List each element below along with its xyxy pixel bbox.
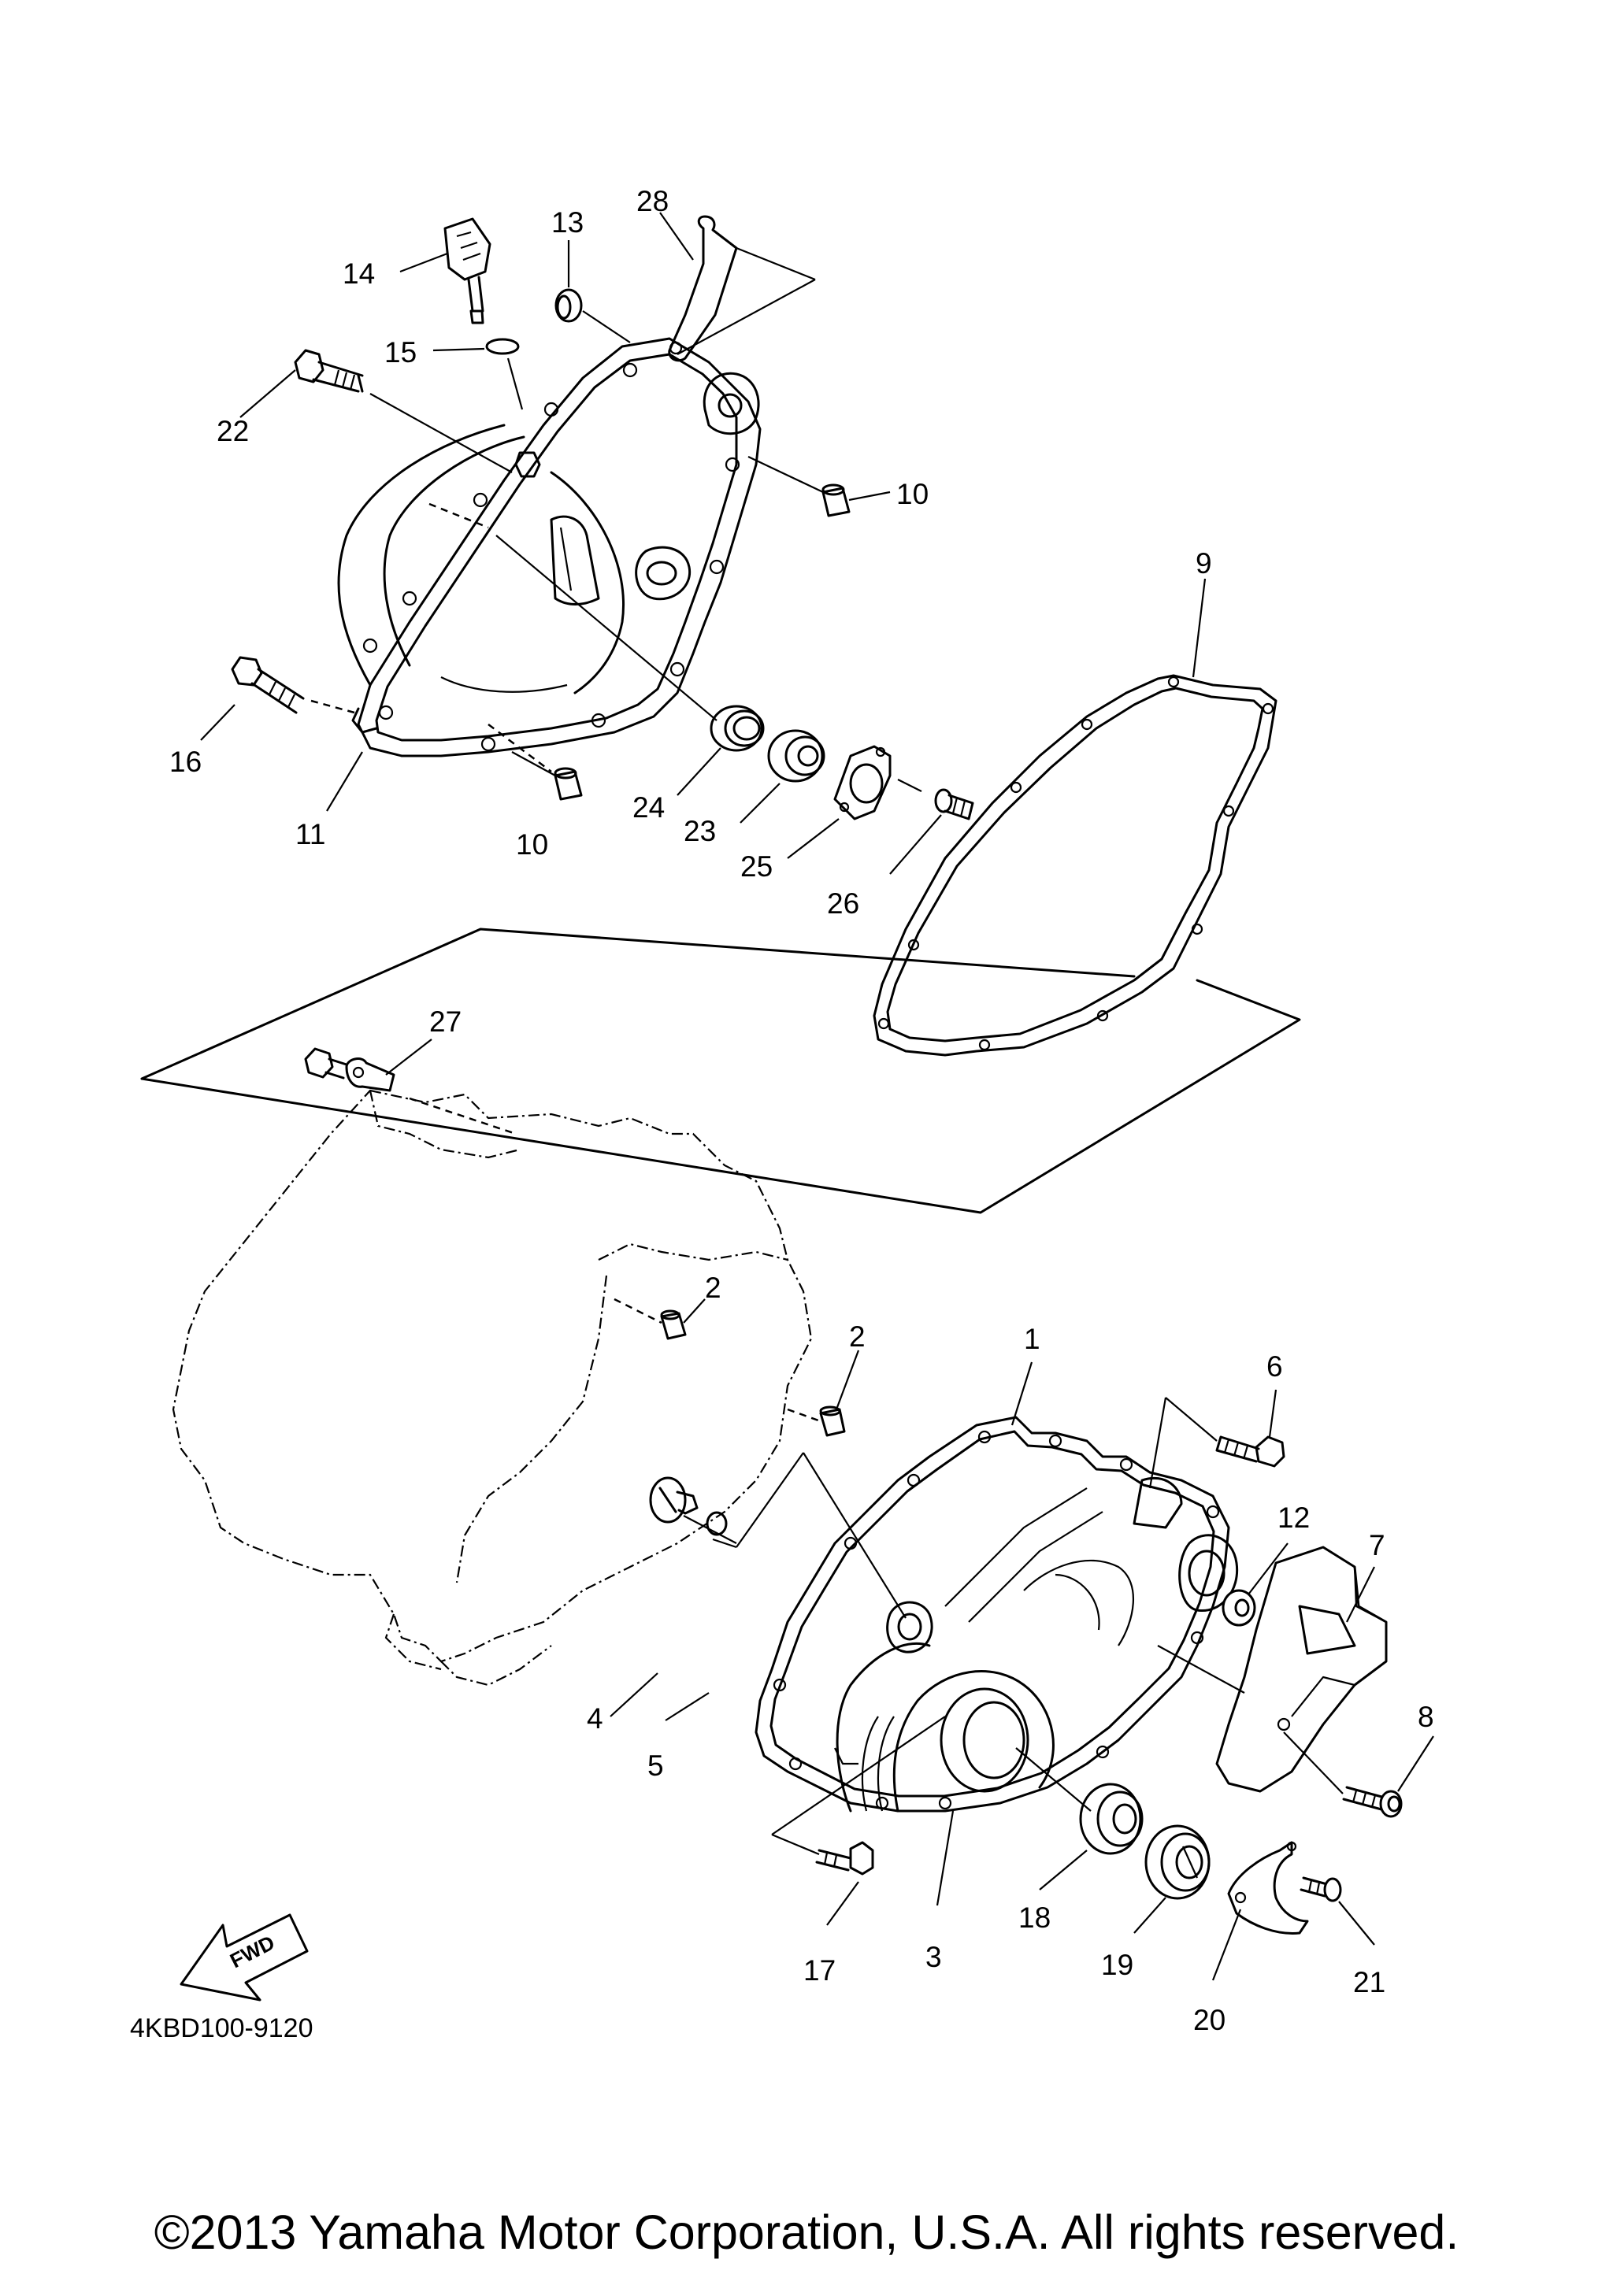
callout-10-lower: 10 (516, 828, 548, 861)
retainer-plate-25 (833, 745, 892, 820)
copyright-notice: ©2013 Yamaha Motor Corporation, U.S.A. A… (154, 2205, 1459, 2259)
callout-3: 3 (925, 1941, 942, 1973)
callout-22: 22 (217, 415, 249, 447)
callout-10-upper: 10 (896, 478, 929, 510)
callout-17: 17 (803, 1954, 836, 1987)
fwd-arrow-icon: FWD (180, 1913, 309, 2002)
callout-18: 18 (1018, 1902, 1051, 1934)
callout-20: 20 (1193, 2004, 1226, 2036)
callout-2-b: 2 (849, 1320, 866, 1353)
crankcase-cover-upper (337, 337, 762, 757)
oil-level-gauge (443, 217, 491, 324)
callout-1: 1 (1024, 1323, 1040, 1355)
callout-5: 5 (647, 1750, 664, 1782)
engine-crankcase-phantom (172, 1089, 813, 1687)
callout-11: 11 (295, 818, 325, 850)
bracket (668, 215, 738, 362)
callout-24: 24 (632, 791, 665, 824)
callout-21: 21 (1353, 1966, 1385, 1998)
callout-2-a: 2 (705, 1272, 721, 1304)
bolt-6 (1215, 1435, 1285, 1468)
screw-21 (1300, 1876, 1342, 1902)
callout-13: 13 (551, 206, 584, 239)
callout-27: 27 (429, 1005, 462, 1038)
callout-16: 16 (169, 746, 202, 778)
callout-4: 4 (587, 1702, 603, 1735)
dowel-pin-upper (821, 483, 851, 517)
o-ring-5 (706, 1511, 728, 1536)
bearing-23 (767, 729, 825, 783)
plate-20 (1227, 1841, 1309, 1935)
callout-15: 15 (384, 336, 417, 368)
callout-12: 12 (1277, 1502, 1310, 1534)
callout-9: 9 (1196, 547, 1212, 580)
o-ring (485, 338, 520, 355)
oil-seal-19 (1144, 1824, 1211, 1900)
callout-19: 19 (1101, 1949, 1133, 1981)
dowel-pin-lower (554, 767, 583, 801)
bolt-22 (294, 349, 364, 393)
callout-26: 26 (827, 887, 859, 920)
bolt-27 (304, 1047, 395, 1092)
bolt-17 (815, 1841, 874, 1876)
assembly-plane (140, 928, 1301, 1214)
collar (554, 288, 583, 323)
callout-labels: 28 13 14 15 22 10 9 16 11 10 24 23 25 26… (169, 185, 1434, 2036)
callout-14: 14 (343, 257, 375, 290)
dowel-pin-2b (819, 1405, 846, 1437)
dowel-pin-2a (660, 1309, 687, 1340)
bearing-18 (1079, 1783, 1144, 1855)
crankcase-cover-lower (755, 1416, 1239, 1813)
callout-25: 25 (740, 850, 773, 883)
callout-8: 8 (1418, 1701, 1434, 1733)
callout-23: 23 (684, 815, 716, 847)
callout-28: 28 (636, 185, 669, 217)
diagram-code: 4KBD100-9120 (130, 2013, 313, 2043)
callout-6: 6 (1266, 1350, 1283, 1383)
cover-7 (1215, 1546, 1388, 1793)
callout-7: 7 (1369, 1529, 1385, 1561)
gasket-9 (873, 674, 1277, 1057)
washer-12 (1222, 1589, 1256, 1627)
bolt-16 (231, 656, 305, 714)
drain-plug-4 (649, 1476, 699, 1524)
screw-26 (934, 788, 974, 820)
oil-seal-24 (710, 705, 765, 752)
leader-lines (200, 212, 1434, 1981)
bolt-8 (1342, 1786, 1403, 1818)
